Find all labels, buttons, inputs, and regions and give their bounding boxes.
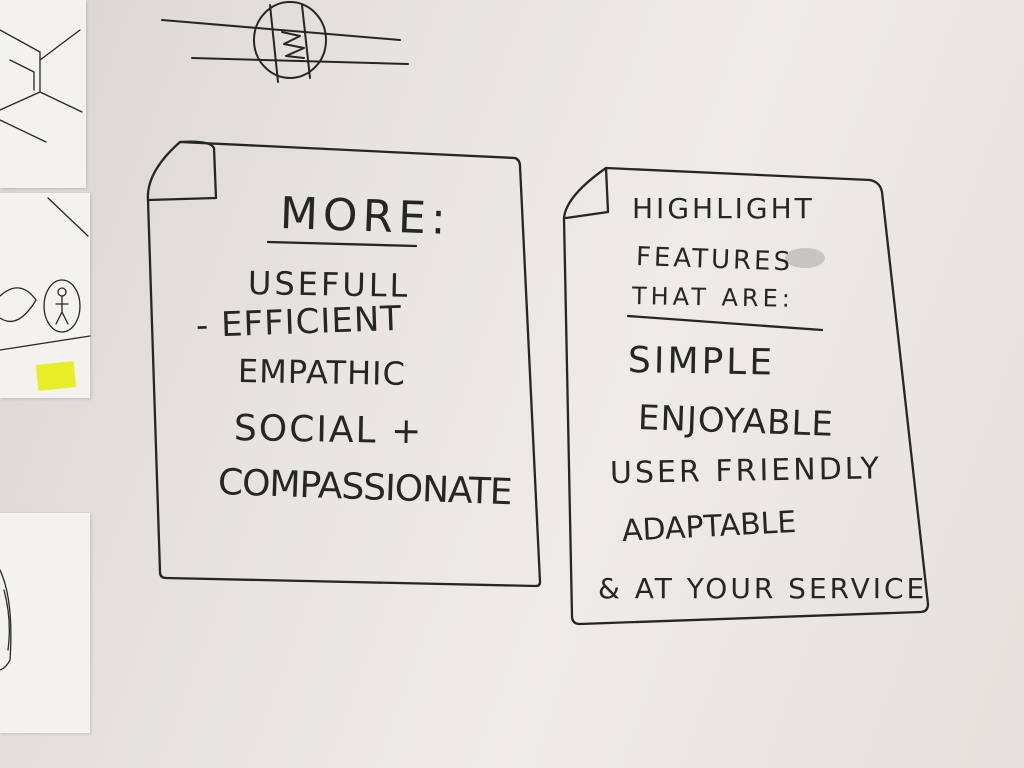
left-note-title: MORE: [279, 188, 452, 245]
right-note-item: ENJOYABLE [637, 398, 835, 445]
left-note-item: SOCIAL + [233, 408, 424, 453]
left-note-outline [146, 140, 542, 588]
right-note-title-line: FEATURES [635, 242, 794, 278]
left-note-item: EMPATHIC [237, 352, 407, 393]
right-note-item: SIMPLE [627, 340, 776, 384]
right-note-item: & AT YOUR SERVICE [598, 572, 928, 605]
right-note-title-line: HIGHLIGHT [632, 192, 815, 225]
right-note-title-line: THAT ARE: [631, 282, 795, 313]
pinned-sketch-bottom [0, 513, 90, 733]
right-note-outline [562, 166, 930, 626]
top-sketch [161, 1, 409, 83]
right-note-item: USER FRIENDLY [609, 451, 883, 491]
pinned-sketch-lines [0, 29, 91, 671]
left-note-item: - EFFICIENT [195, 298, 403, 346]
